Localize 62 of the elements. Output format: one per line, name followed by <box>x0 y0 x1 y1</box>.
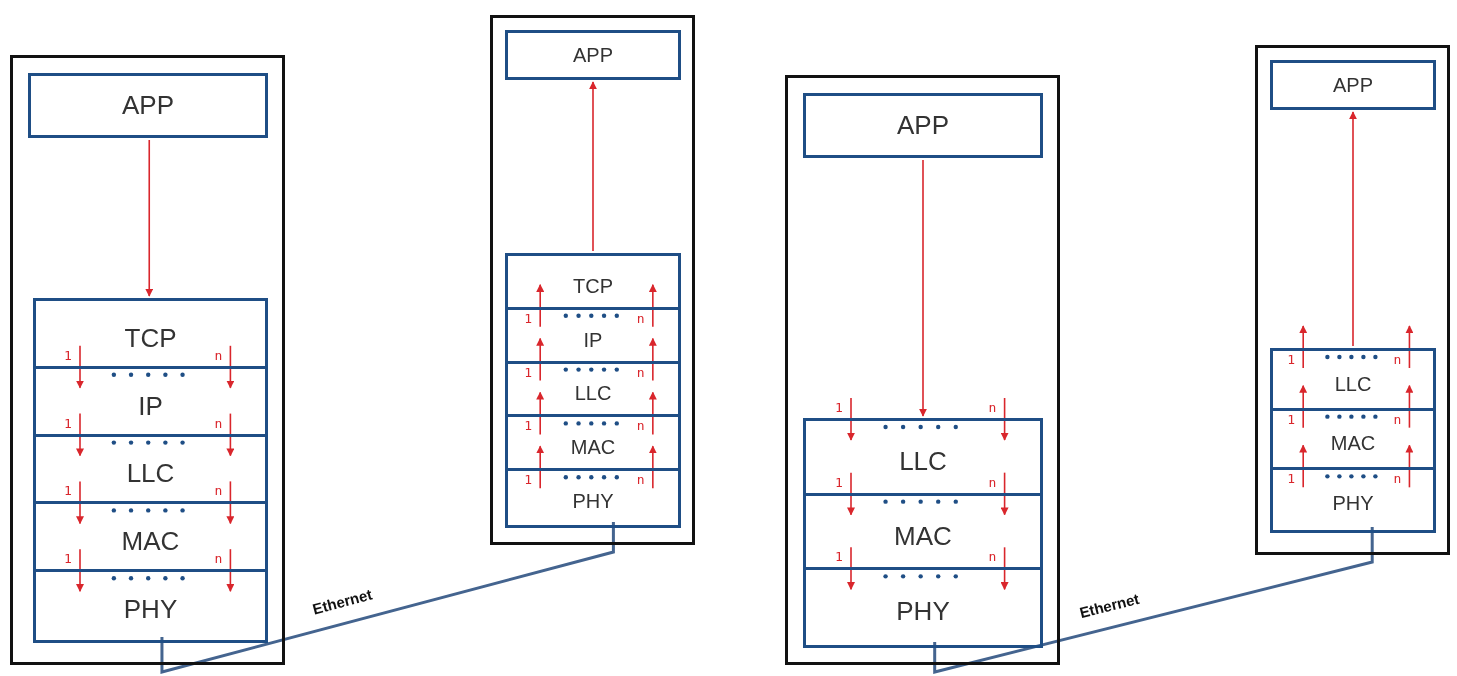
arrow <box>536 337 545 382</box>
arrow <box>76 412 84 457</box>
layer-band: PHY <box>36 569 265 637</box>
arrow <box>1405 444 1414 489</box>
device-panel <box>490 15 695 545</box>
edge-label: 1 <box>835 401 843 414</box>
edge-label: 1 <box>1287 353 1295 366</box>
edge-label: 1 <box>524 365 532 379</box>
protocol-stack <box>505 253 681 528</box>
edge-label: 1 <box>524 419 532 433</box>
arrow <box>847 546 855 591</box>
edge-label: 1 <box>1287 472 1295 486</box>
cable-line <box>933 527 1374 674</box>
edge-label: 1 <box>1287 412 1295 426</box>
app-box: APP <box>803 93 1043 158</box>
protocol-stack <box>33 298 268 643</box>
arrow <box>1000 546 1009 591</box>
arrow <box>536 284 545 328</box>
edge-label: 1 <box>64 416 72 430</box>
app-box: APP <box>505 30 681 80</box>
edge-label: 1 <box>64 552 72 566</box>
arrow <box>536 391 545 436</box>
arrow <box>847 471 855 516</box>
arrow <box>1405 384 1414 429</box>
arrow <box>76 345 84 389</box>
arrow <box>648 284 657 328</box>
arrow <box>1405 325 1414 369</box>
edge-label: 1 <box>524 311 532 325</box>
device-panel <box>785 75 1060 665</box>
edge-label: 1 <box>835 475 843 489</box>
arrow <box>648 337 657 382</box>
arrow <box>1299 325 1308 369</box>
arrow <box>226 345 235 389</box>
app-box: APP <box>1270 60 1436 110</box>
arrow <box>226 480 235 525</box>
arrow <box>919 159 927 417</box>
device-panel <box>10 55 285 665</box>
arrow <box>1299 444 1308 489</box>
device-panel <box>1255 45 1450 555</box>
edge-label: 1 <box>64 348 72 362</box>
arrow <box>1299 384 1308 429</box>
arrow <box>145 139 154 297</box>
arrow <box>1349 111 1357 347</box>
arrow <box>76 480 84 525</box>
arrow <box>76 548 84 592</box>
cable-line <box>160 522 615 674</box>
arrow <box>536 445 545 489</box>
arrow <box>1000 397 1009 441</box>
arrow <box>648 445 657 489</box>
arrow <box>1000 471 1009 516</box>
arrow <box>648 391 657 436</box>
arrow <box>847 397 855 441</box>
layer-band: PHY <box>806 567 1040 642</box>
arrow <box>589 81 597 252</box>
edge-label: 1 <box>835 550 843 564</box>
arrow <box>226 412 235 457</box>
edge-label: 1 <box>524 473 532 487</box>
protocol-stack <box>803 418 1043 648</box>
app-box: APP <box>28 73 268 138</box>
arrow <box>226 548 235 592</box>
edge-label: 1 <box>64 484 72 498</box>
layer-band: TCP <box>508 253 678 307</box>
